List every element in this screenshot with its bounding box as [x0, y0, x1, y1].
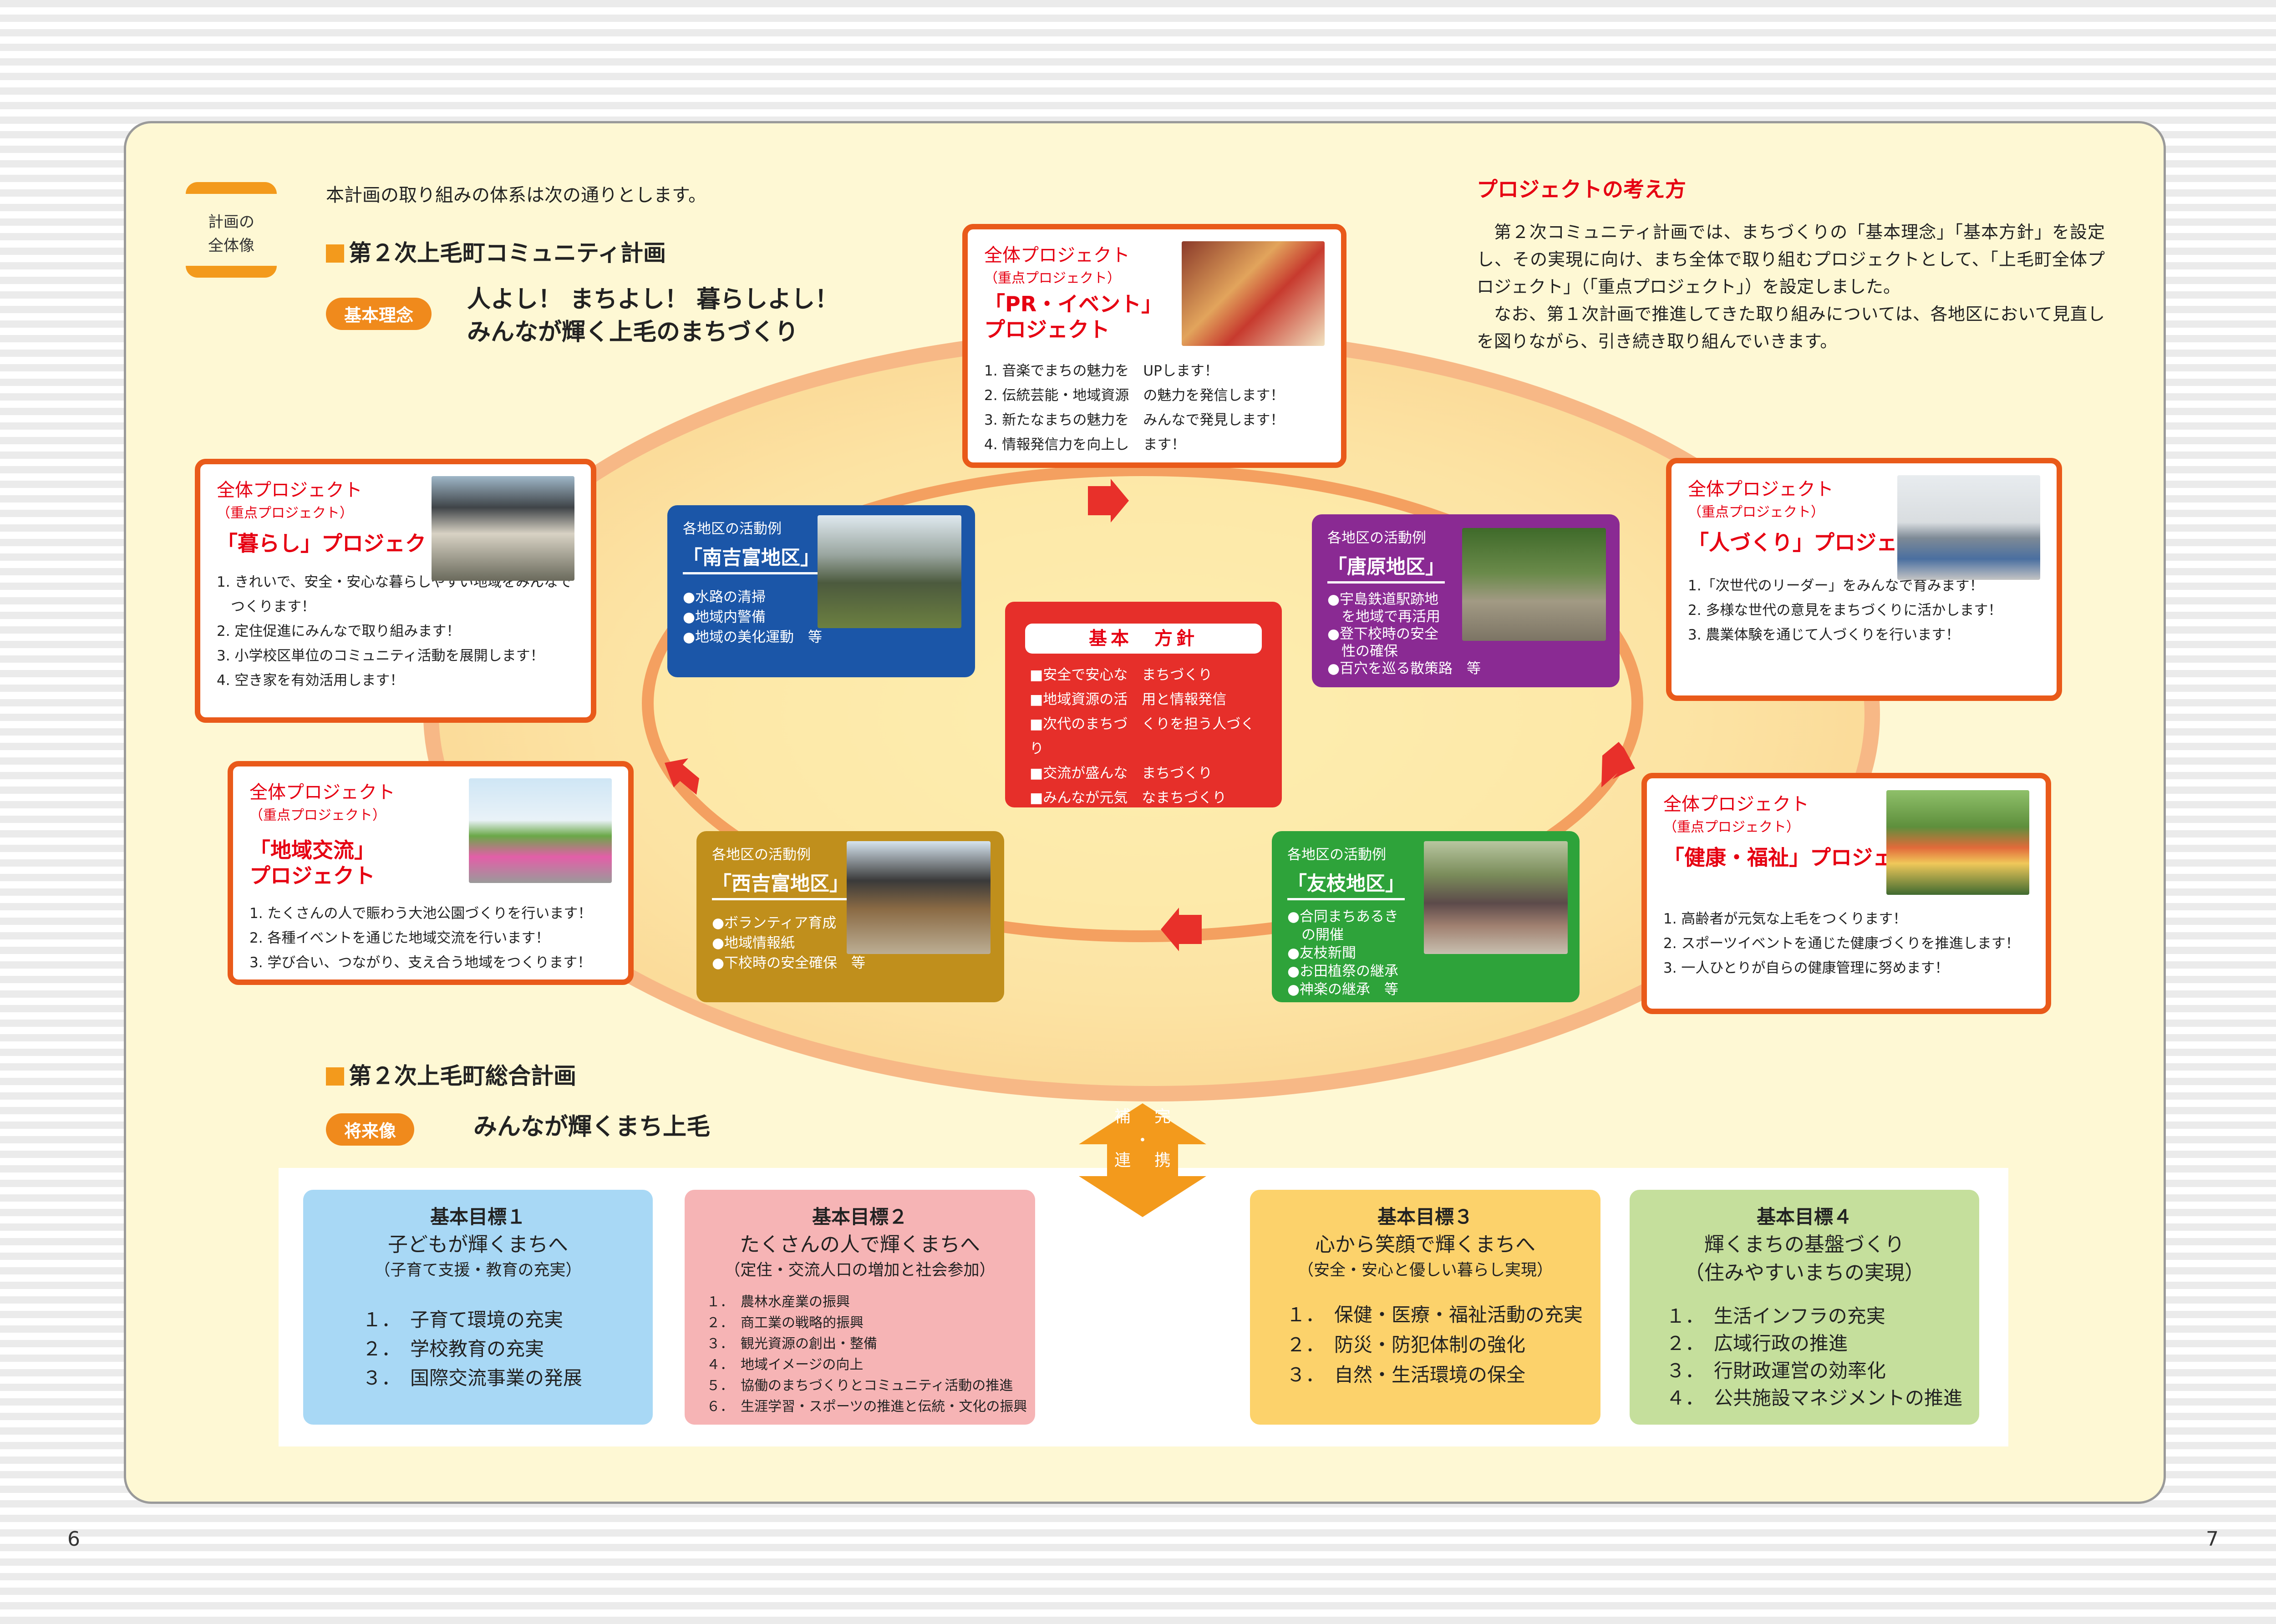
basic-policy-title: 基本 方針: [1025, 624, 1262, 654]
project-pr-event-items: 1. 音楽でまちの魅力を UPします！ 2. 伝統芸能・地域資源 の魅力を発信し…: [984, 363, 1285, 453]
philosophy-paragraph-1: 第２次コミュニティ計画では、まちづくりの「基本理念」「基本方針」を設定し、その実…: [1477, 222, 2105, 297]
district-minami-yoshitomi: 各地区の活動例 「南吉富地区」 ●水路の清掃 ●地域内警備 ●地域の美化運動 等: [667, 505, 975, 677]
overview-label-line2: 全体像: [208, 237, 254, 255]
philosophy-title: プロジェクトの考え方: [1477, 177, 1686, 202]
intro-text: 本計画の取り組みの体系は次の通りとします。: [326, 185, 706, 206]
project-kenko-fukushi: 全体プロジェクト （重点プロジェクト） 「健康・福祉」プロジェクト 1. 高齢者…: [1641, 773, 2051, 1014]
community-plan-title: 第２次上毛町コミュニティ計画: [326, 235, 666, 268]
chiiki-koryu-photo: [469, 778, 612, 883]
basic-policy-box: 基本 方針 ■安全で安心な まちづくり ■地域資源の活 用と情報発信 ■次代のま…: [1005, 602, 1282, 807]
arrow-up-left-icon: [665, 758, 699, 795]
goal-3: 基本目標３ 心から笑顔で輝くまちへ （安全・安心と優しい暮らし実現） １． 保健…: [1250, 1190, 1600, 1425]
arrow-left-icon: [1161, 908, 1202, 951]
nishi-yoshitomi-photo: [847, 841, 991, 954]
goal-2: 基本目標２ たくさんの人で輝くまちへ （定住・交流人口の増加と社会参加） １． …: [685, 1190, 1035, 1425]
overview-label-line1: 計画の: [208, 213, 254, 231]
future-vision-pill: 将来像: [326, 1113, 415, 1146]
project-chiiki-koryu: 全体プロジェクト （重点プロジェクト） 「地域交流」プロジェクト 1. たくさん…: [228, 761, 634, 985]
general-plan-title: 第２次上毛町総合計画: [326, 1058, 576, 1091]
basic-philosophy-vision: 人よし！ まちよし！ 暮らしよし！ みんなが輝く上毛のまちづくり: [467, 286, 839, 346]
project-kurashi-items: 1. きれいで、安全・安心な暮らしやすい地域をみんなで つくります！ 2. 定住…: [217, 574, 572, 689]
arrow-down-right-icon: [1601, 742, 1635, 787]
overview-label-bottom-bar: [186, 266, 277, 278]
project-chiiki-koryu-items: 1. たくさんの人で賑わう大池公園づくりを行います！ 2. 各種イベントを通じた…: [249, 905, 592, 971]
district-nishi-yoshitomi: 各地区の活動例 「西吉富地区」 ●ボランティア育成 ●地域情報紙 ●下校時の安全…: [696, 831, 1004, 1002]
philosophy-paragraph-2: なお、第１次計画で推進してきた取り組みについては、各地区において見直しを図りなが…: [1477, 304, 2105, 351]
double-arrow-icon: [1079, 1103, 1206, 1217]
basic-philosophy-pill: 基本理念: [326, 298, 432, 330]
kurashi-photo: [432, 476, 574, 581]
tomoeda-photo: [1424, 841, 1568, 954]
goal-1: 基本目標１ 子どもが輝くまちへ （子育て支援・教育の充実） １． 子育て環境の充…: [303, 1190, 653, 1425]
square-bullet-icon: [326, 244, 344, 263]
kenko-fukushi-photo: [1886, 790, 2029, 895]
district-karahara: 各地区の活動例 「唐原地区」 ●宇島鉄道駅跡地 を地域で再活用 ●登下校時の安全…: [1312, 514, 1620, 687]
project-kenko-fukushi-items: 1. 高齢者が元気な上毛をつくります！ 2. スポーツイベントを通じた健康づくり…: [1663, 911, 2020, 976]
page-number-left: 6: [67, 1528, 80, 1551]
project-philosophy: プロジェクトの考え方 第２次コミュニティ計画では、まちづくりの「基本理念」「基本…: [1477, 173, 2105, 355]
karahara-photo: [1462, 528, 1606, 641]
minami-yoshitomi-photo: [818, 515, 961, 628]
overview-label: 計画の 全体像: [186, 182, 277, 278]
page-number-right: 7: [2206, 1528, 2219, 1551]
project-kurashi: 全体プロジェクト （重点プロジェクト） 「暮らし」プロジェクト 1. きれいで、…: [195, 459, 596, 723]
future-vision-text: みんなが輝くまち上毛: [473, 1113, 711, 1141]
overview-label-top-bar: [186, 182, 277, 194]
hitozukuri-photo: [1897, 475, 2040, 580]
connector-label: 補 完 ・ 連 携: [1114, 1107, 1171, 1170]
pr-event-photo: [1182, 241, 1325, 346]
arrow-right-icon: [1088, 479, 1129, 523]
square-bullet-icon: [326, 1067, 344, 1086]
district-tomoeda: 各地区の活動例 「友枝地区」 ●合同まちあるき の開催 ●友枝新聞 ●お田植祭の…: [1272, 831, 1580, 1002]
goal-4: 基本目標４ 輝くまちの基盤づくり （住みやすいまちの実現） １． 生活インフラの…: [1630, 1190, 1979, 1425]
project-hitozukuri: 全体プロジェクト （重点プロジェクト） 「人づくり」プロジェクト 1.「次世代の…: [1666, 458, 2062, 701]
project-hitozukuri-items: 1.「次世代のリーダー」をみんなで育みます！ 2. 多様な世代の意見をまちづくり…: [1688, 578, 2002, 643]
project-pr-event: 全体プロジェクト （重点プロジェクト） 「PR・イベント」プロジェクト 1. 音…: [962, 224, 1346, 468]
